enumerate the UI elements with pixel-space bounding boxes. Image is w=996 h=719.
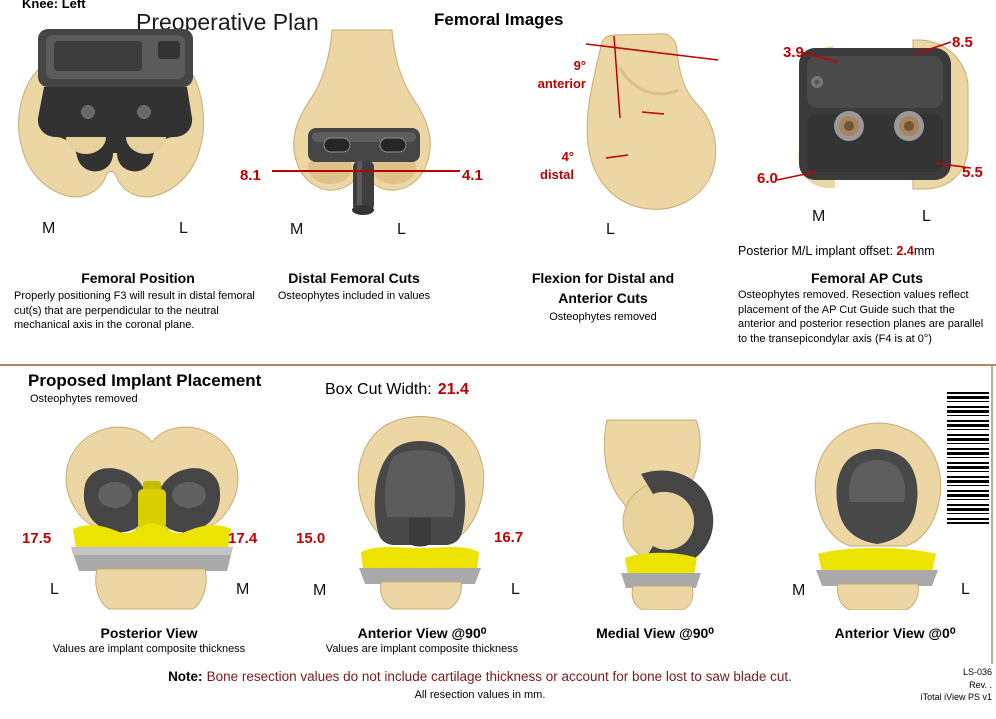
posterior-view-caption: Posterior View bbox=[100, 625, 198, 641]
lateral-label: L bbox=[511, 581, 520, 598]
box-cut-label: Box Cut Width: bbox=[325, 381, 432, 398]
doc-id: LS-036 bbox=[962, 667, 992, 677]
femoral-position-caption: Femoral Position bbox=[81, 270, 195, 286]
box-cut-width-line: Box Cut Width: 21.4 bbox=[325, 381, 469, 399]
medial-label: M bbox=[290, 221, 304, 238]
doc-rev: Rev. . bbox=[969, 679, 992, 690]
medial-view-90-image bbox=[575, 418, 745, 611]
lateral-label: L bbox=[50, 581, 59, 598]
implant-placement-subtitle: Osteophytes removed bbox=[30, 393, 138, 405]
box-cut-value: 21.4 bbox=[437, 381, 469, 398]
note-label: Note: bbox=[168, 669, 203, 684]
distal-femoral-cuts-subcaption: Osteophytes included in values bbox=[277, 290, 431, 302]
flexion-caption-line2: Anterior Cuts bbox=[558, 290, 648, 307]
ap-cut-anterior-medial-value: 3.9 bbox=[783, 44, 804, 61]
anterior-view-90-caption: Anterior View @90⁰ bbox=[357, 625, 487, 641]
page-border-right bbox=[991, 366, 993, 664]
offset-label: Posterior M/L implant offset: bbox=[738, 244, 893, 258]
anterior-angle-word: anterior bbox=[537, 75, 586, 91]
barcode bbox=[947, 392, 989, 524]
medial-label: M bbox=[236, 581, 250, 598]
offset-value: 2.4 bbox=[896, 244, 914, 258]
anterior90-lateral-thickness-value: 16.7 bbox=[494, 529, 524, 546]
ap-cut-posterior-lateral-value: 5.5 bbox=[962, 164, 983, 181]
anterior-view-0-image bbox=[788, 418, 966, 611]
anterior-flexion-angle: 9° anterior bbox=[520, 57, 586, 92]
note-text: Bone resection values do not include car… bbox=[206, 669, 792, 684]
posterior-view-subcaption: Values are implant composite thickness bbox=[52, 643, 246, 655]
flexion-caption-line1: Flexion for Distal and bbox=[531, 270, 675, 286]
posterior-view-image bbox=[35, 415, 270, 610]
femoral-ap-cuts-caption: Femoral AP Cuts bbox=[810, 270, 924, 286]
medial-label: M bbox=[313, 582, 327, 599]
medial-label: M bbox=[792, 582, 806, 599]
flexion-cuts-image bbox=[560, 28, 725, 233]
section-divider bbox=[0, 364, 996, 366]
lateral-label: L bbox=[961, 581, 970, 598]
lateral-label: L bbox=[606, 221, 615, 238]
footer-note: Note:Bone resection values do not includ… bbox=[30, 669, 930, 684]
distal-angle-word: distal bbox=[540, 166, 574, 182]
distal-femoral-cuts-caption: Distal Femoral Cuts bbox=[288, 270, 420, 286]
anterior90-medial-thickness-value: 15.0 bbox=[296, 530, 326, 547]
anterior-angle-value: 9° bbox=[573, 58, 586, 73]
distal-cut-lateral-value: 4.1 bbox=[462, 167, 483, 184]
distal-cut-medial-value: 8.1 bbox=[240, 167, 261, 184]
anterior-view-90-subcaption: Values are implant composite thickness bbox=[325, 643, 519, 655]
medial-label: M bbox=[812, 208, 826, 225]
distal-flexion-angle: 4° distal bbox=[512, 148, 574, 183]
anterior-view-0-caption: Anterior View @0⁰ bbox=[834, 625, 956, 641]
femoral-ap-cuts-image bbox=[775, 32, 975, 202]
flexion-cuts-subcaption: Osteophytes removed bbox=[549, 311, 657, 323]
doc-product: iTotal iView PS v1 bbox=[920, 692, 992, 703]
posterior-lateral-thickness-value: 17.5 bbox=[22, 530, 52, 547]
footer-subnote: All resection values in mm. bbox=[414, 689, 546, 701]
femoral-position-image bbox=[8, 26, 223, 216]
ap-cut-anterior-lateral-value: 8.5 bbox=[952, 34, 973, 51]
distal-angle-value: 4° bbox=[561, 149, 574, 164]
femoral-images-section-title: Femoral Images bbox=[434, 10, 564, 29]
lateral-label: L bbox=[397, 221, 406, 238]
femoral-ap-cuts-description: Osteophytes removed. Resection values re… bbox=[738, 289, 984, 345]
posterior-offset-line: Posterior M/L implant offset: 2.4mm bbox=[738, 244, 935, 258]
distal-cut-reference-line bbox=[272, 170, 460, 172]
document-info: LS-036 Rev. . iTotal iView PS v1 bbox=[912, 666, 992, 704]
lateral-label: L bbox=[179, 220, 188, 237]
implant-placement-section-title: Proposed Implant Placement bbox=[28, 371, 262, 390]
flexion-cuts-caption: Flexion for Distal and Anterior Cuts bbox=[503, 268, 703, 309]
knee-side-label: Knee: Left bbox=[22, 0, 86, 11]
distal-femoral-cuts-image bbox=[270, 28, 455, 218]
lateral-label: L bbox=[922, 208, 931, 225]
anterior-view-90-image bbox=[333, 412, 508, 610]
femoral-position-description: Properly positioning F3 will result in d… bbox=[14, 290, 255, 332]
posterior-medial-thickness-value: 17.4 bbox=[228, 530, 258, 547]
medial-view-90-caption: Medial View @90⁰ bbox=[596, 625, 714, 641]
medial-label: M bbox=[42, 220, 56, 237]
ap-cut-posterior-medial-value: 6.0 bbox=[757, 170, 778, 187]
offset-unit: mm bbox=[913, 244, 935, 258]
